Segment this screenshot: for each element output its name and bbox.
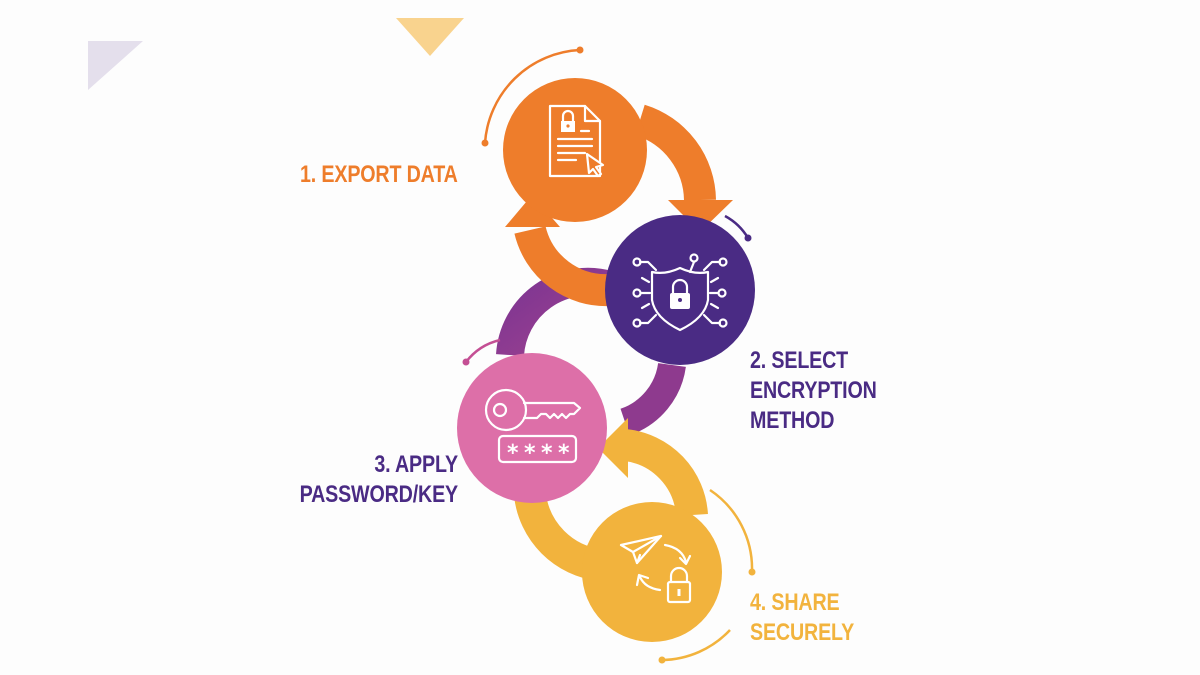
accent-arc-orange (481, 46, 584, 147)
asterisks: * * * * (507, 441, 570, 466)
step-4-label-line: SECURELY (750, 619, 855, 646)
step-2-label-line: ENCRYPTION (750, 377, 877, 404)
key-password-icon: * * * * (484, 388, 582, 466)
send-sync-lock-icon (619, 534, 692, 604)
step-2-node (605, 215, 755, 365)
arrow-head-up-icon (505, 195, 560, 227)
step-4-node (582, 502, 722, 642)
connector-4-to-3 (598, 418, 708, 517)
svg-text:*: * (558, 441, 570, 466)
arrow-head-down-icon (668, 200, 733, 232)
accent-arc-purple (724, 214, 752, 242)
document-lock-cursor-icon (548, 104, 605, 178)
svg-text:*: * (507, 441, 519, 466)
accent-arc-yellow (658, 475, 756, 664)
step-4-label-line: 4. SHARE (750, 589, 840, 616)
step-2-label-line: 2. SELECT (750, 347, 849, 374)
decorative-triangle-lavender (88, 41, 143, 90)
step-1-label: 1. EXPORT DATA (300, 160, 458, 190)
step-4-label: 4. SHARE SECURELY (750, 588, 854, 648)
step-3-label-line: PASSWORD/KEY (299, 481, 459, 508)
connector-2-to-1 (505, 195, 611, 307)
shield-lock-circuit-icon (632, 253, 728, 332)
arrow-head-left-icon (598, 418, 628, 478)
svg-text:*: * (541, 441, 553, 466)
svg-text:*: * (524, 441, 536, 466)
step-3-label-line: 3. APPLY (374, 451, 458, 478)
accent-arc-pink (462, 338, 501, 366)
step-2-label: 2. SELECT ENCRYPTION METHOD (750, 346, 877, 436)
step-2-label-line: METHOD (750, 407, 835, 434)
step-1-label-line: 1. EXPORT DATA (300, 161, 458, 188)
decorative-triangle-yellow (396, 18, 464, 56)
step-1-node (503, 78, 647, 222)
step-3-label: 3. APPLY PASSWORD/KEY (294, 450, 459, 510)
step-3-node: * * * * (457, 353, 607, 503)
connector-1-to-2 (634, 104, 733, 232)
